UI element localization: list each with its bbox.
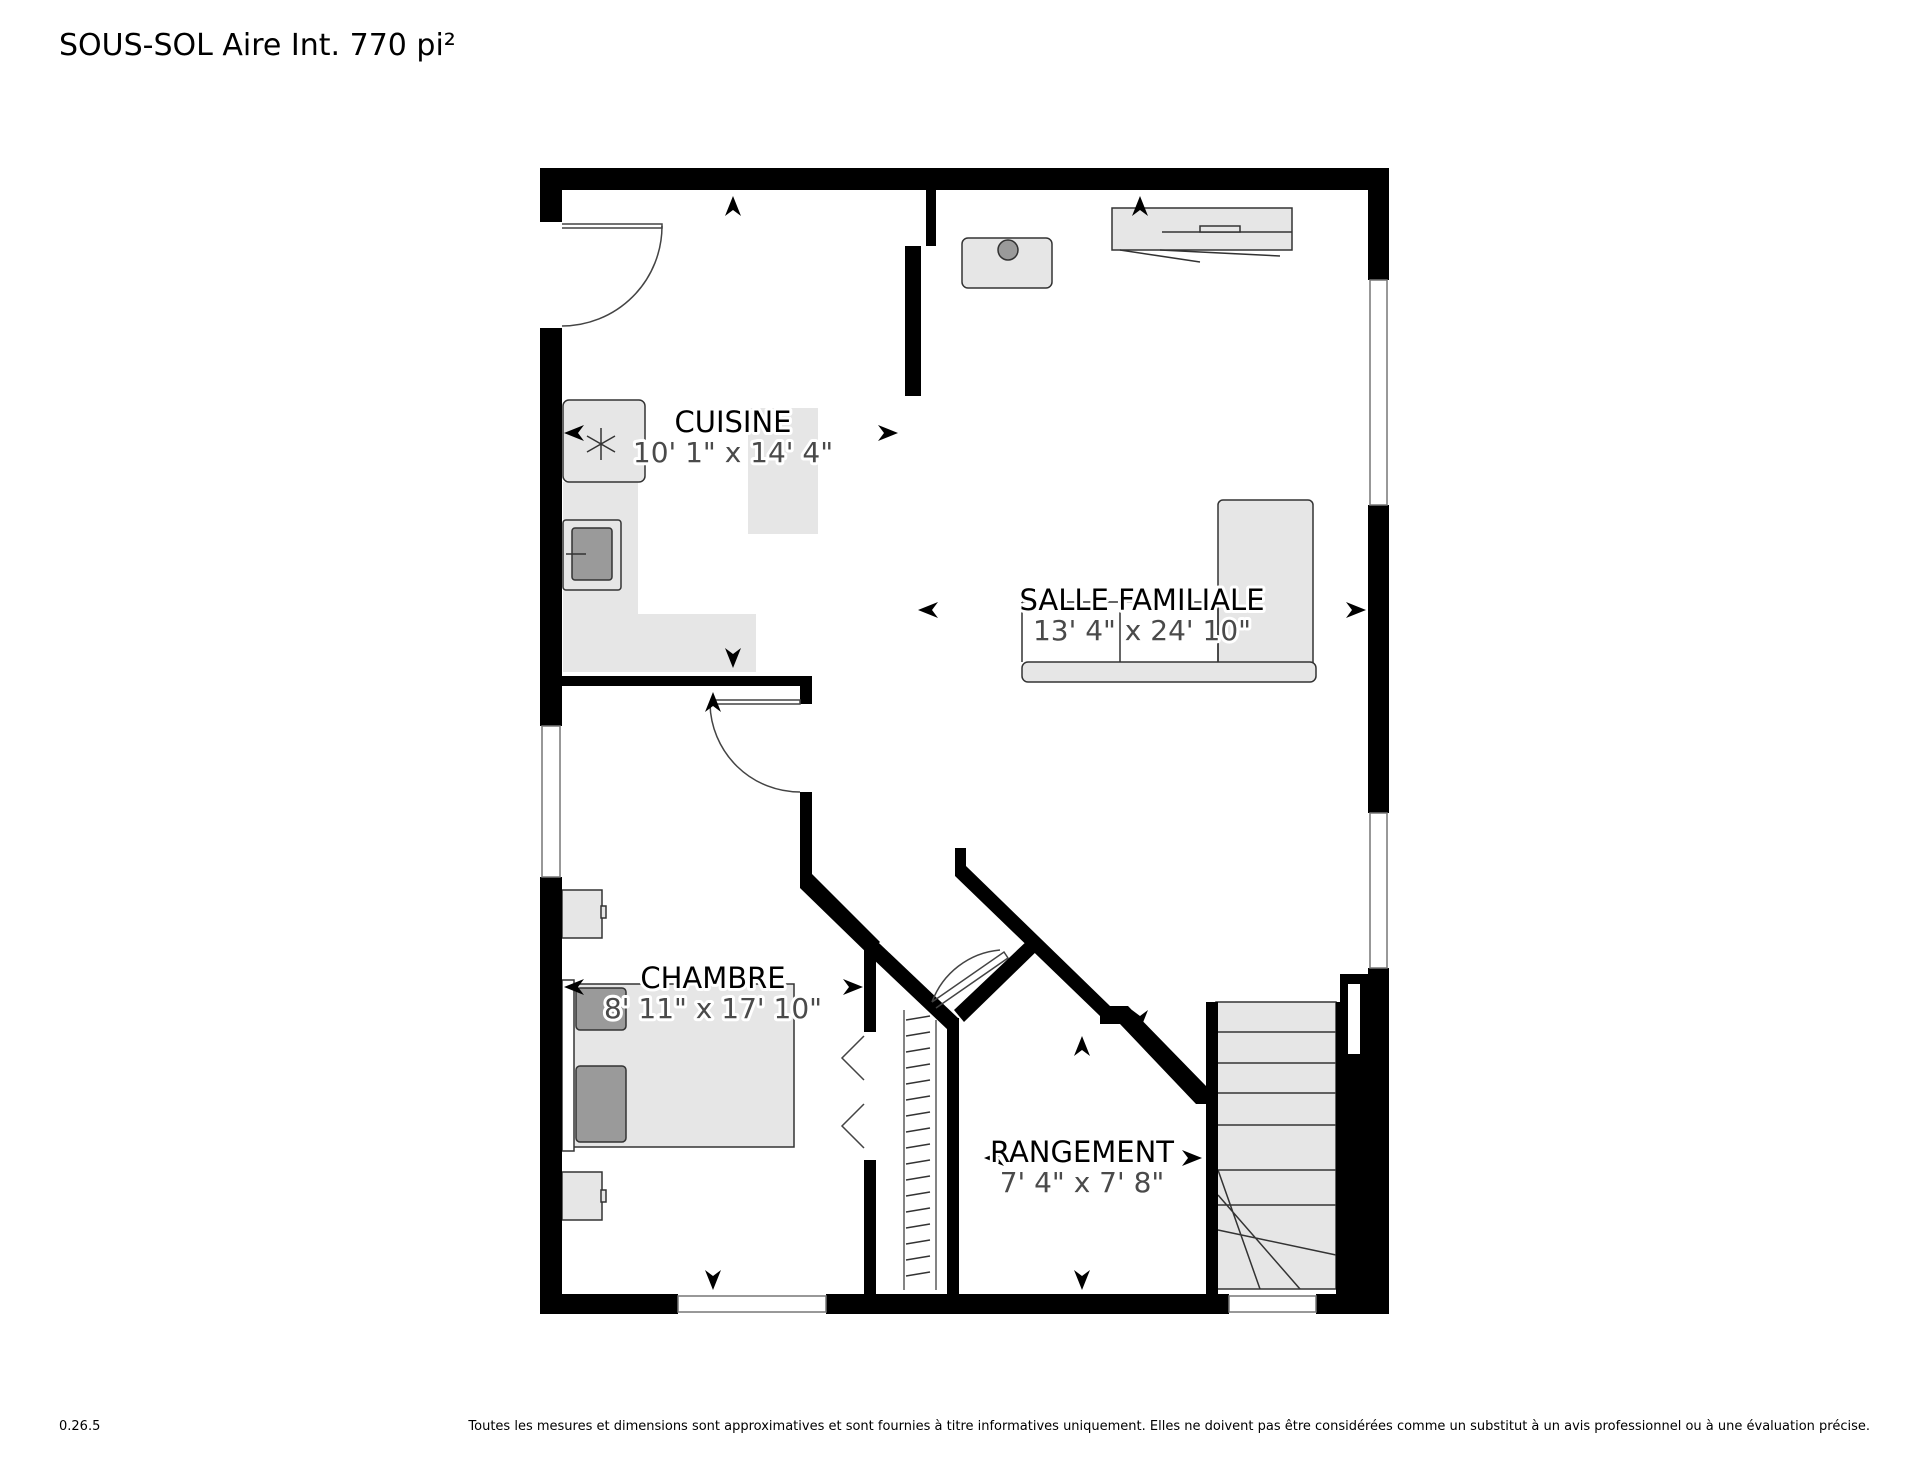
window [1369,279,1388,506]
doors [561,223,1010,1149]
arrow-right-icon [878,425,898,441]
floor-title: SOUS-SOL Aire Int. 770 pi² [59,28,456,63]
window [541,725,561,878]
refrigerator [562,399,646,483]
sofa-base [1021,661,1317,683]
dimension-arrows [564,196,1366,1290]
arrow-down-icon [725,648,741,668]
arrow-up-icon [1074,1036,1090,1056]
window [1369,812,1388,969]
room-labels: CUISINE 10' 1" x 14' 4" SALLE FAMILIALE … [601,402,1268,1202]
room-dims: 13' 4" x 24' 10" [1033,614,1251,647]
closet-hangers [905,1015,931,1277]
closet-rod [903,1010,937,1290]
room-dims: 8' 11" x 17' 10" [604,992,822,1025]
arrow-right-icon [1182,1150,1202,1166]
arrow-down-icon [1132,1010,1148,1030]
windows [541,279,1388,1313]
arrow-right-icon [1346,602,1366,618]
room-name: CUISINE [674,405,791,439]
arrow-up-icon [1132,196,1148,216]
arrow-up-icon [705,692,721,712]
arrow-left-icon [984,1150,1004,1166]
washer [961,237,1053,289]
fixture-details [561,207,1337,1290]
nightstand [561,1171,603,1221]
kitchen-island [748,408,818,534]
walls [540,168,1389,1314]
arrow-right-icon [843,979,863,995]
closet-door [840,1035,865,1149]
snowflake-icon [586,428,616,460]
door-swing [710,699,801,705]
arrow-up-icon [725,196,741,216]
arrow-down-icon [705,1270,721,1290]
door-swing [931,950,1010,1009]
room-name: SALLE FAMILIALE [1019,583,1264,617]
room-dims: 7' 4" x 7' 8" [1000,1166,1165,1199]
room-dims: 10' 1" x 14' 4" [633,436,833,469]
arrow-left-icon [564,425,584,441]
arrow-left-icon [564,979,584,995]
window [1228,1295,1317,1313]
version-label: 0.26.5 [59,1419,101,1434]
arrow-left-icon [918,602,938,618]
window [677,1295,827,1313]
room-name: RANGEMENT [990,1135,1174,1169]
door-swing [562,223,663,229]
nightstand [561,889,603,939]
disclaimer-text: Toutes les mesures et dimensions sont ap… [468,1419,1870,1434]
stairs [1215,1001,1337,1290]
arrow-down-icon [1074,1270,1090,1290]
room-name: CHAMBRE [640,961,785,995]
